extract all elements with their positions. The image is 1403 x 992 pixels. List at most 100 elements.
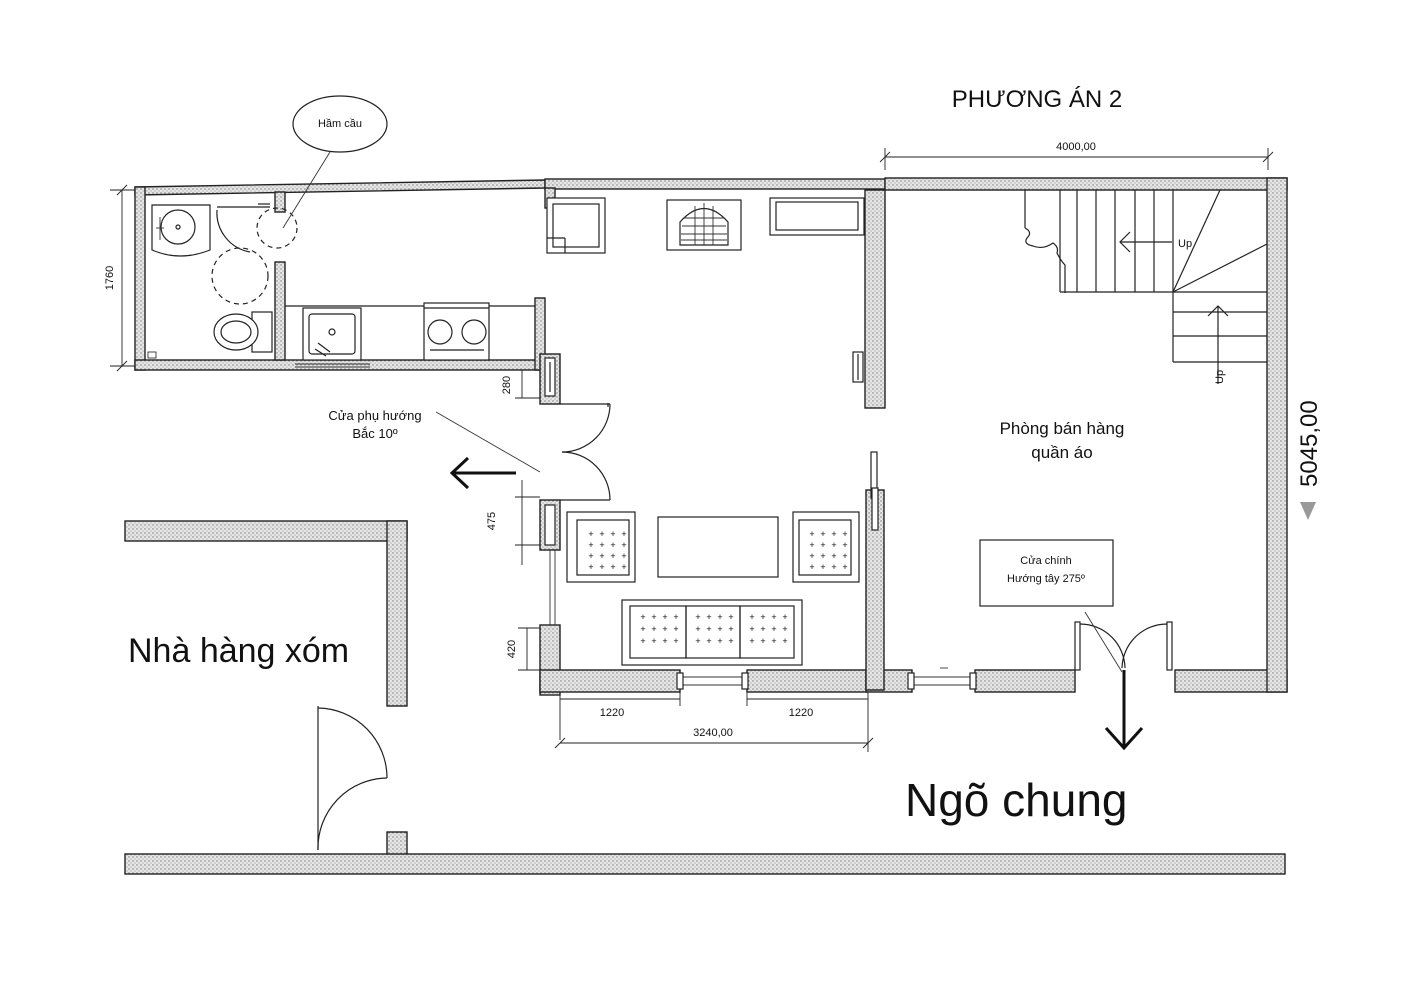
tuft-mark: + (599, 562, 604, 572)
tuft-mark: + (760, 636, 765, 646)
tuft-mark: + (610, 540, 615, 550)
tuft-mark: + (621, 551, 626, 561)
tuft-mark: + (662, 624, 667, 634)
tuft-mark: + (673, 624, 678, 634)
room-name-line2: quần áo (1031, 443, 1092, 462)
tuft-mark: + (820, 529, 825, 539)
side-door-direction: Bắc 10º (352, 426, 397, 441)
dim-420: 420 (506, 640, 518, 658)
dim-window-right: 1220 (789, 707, 813, 719)
tuft-mark: + (621, 540, 626, 550)
main-door-arrow (1104, 670, 1144, 751)
septic-label: Hầm cầu (318, 118, 362, 130)
sofa (621, 599, 803, 666)
tuft-mark: + (662, 612, 667, 622)
tuft-mark: + (760, 624, 765, 634)
tuft-mark: + (706, 636, 711, 646)
tuft-mark: + (831, 540, 836, 550)
staircase (1024, 189, 1268, 384)
tuft-mark: + (820, 562, 825, 572)
dim-280: 280 (501, 376, 513, 394)
tuft-mark: + (640, 636, 645, 646)
doors (211, 203, 1173, 851)
tuft-mark: + (760, 612, 765, 622)
dim-left-height: 1760 (104, 266, 116, 290)
tuft-mark: + (728, 612, 733, 622)
tuft-mark: + (695, 612, 700, 622)
tuft-mark: + (662, 636, 667, 646)
tuft-mark: + (717, 624, 722, 634)
main-door-direction: Hướng tây 275º (1007, 573, 1085, 585)
tuft-mark: + (831, 562, 836, 572)
stair-up-1: Up (1178, 238, 1192, 250)
tuft-mark: + (728, 624, 733, 634)
dimension-lines (110, 148, 1316, 752)
labels: PHƯƠNG ÁN 2 Hầm cầu Cửa phụ hướng Bắc 10… (104, 86, 1323, 826)
tuft-mark: + (809, 540, 814, 550)
tuft-mark: + (588, 551, 593, 561)
tuft-mark: + (717, 636, 722, 646)
tuft-mark: + (621, 529, 626, 539)
septic-bubble (292, 95, 388, 153)
tuft-mark: + (831, 529, 836, 539)
tuft-mark: + (749, 636, 754, 646)
tuft-mark: + (610, 551, 615, 561)
living-furniture: ++++++++++++++++++++++++++++++++++++++++… (546, 197, 865, 666)
side-door-arrow (449, 456, 516, 490)
tuft-mark: + (651, 624, 656, 634)
tuft-mark: + (749, 612, 754, 622)
tuft-mark: + (706, 624, 711, 634)
windows (295, 351, 977, 690)
tuft-mark: + (610, 529, 615, 539)
tuft-mark: + (651, 612, 656, 622)
tuft-mark: + (749, 624, 754, 634)
counter-box (979, 539, 1114, 607)
tuft-mark: + (588, 540, 593, 550)
armchair-left (566, 511, 636, 583)
kitchen (285, 302, 535, 361)
tuft-mark: + (771, 624, 776, 634)
neighbor-label: Nhà hàng xóm (128, 632, 349, 670)
tuft-mark: + (610, 562, 615, 572)
side-door-label: Cửa phụ hướng (328, 408, 421, 423)
tuft-mark: + (640, 624, 645, 634)
tuft-mark: + (621, 562, 626, 572)
dim-window-left: 1220 (600, 707, 624, 719)
tuft-mark: + (728, 636, 733, 646)
tuft-mark: + (820, 540, 825, 550)
tuft-mark: + (842, 551, 847, 561)
tuft-mark: + (809, 551, 814, 561)
tuft-mark: + (717, 612, 722, 622)
tuft-mark: + (782, 624, 787, 634)
tuft-mark: + (599, 540, 604, 550)
tuft-mark: + (706, 612, 711, 622)
tuft-mark: + (782, 612, 787, 622)
plan-title: PHƯƠNG ÁN 2 (952, 86, 1122, 113)
tuft-mark: + (599, 551, 604, 561)
tuft-mark: + (820, 551, 825, 561)
tuft-mark: + (673, 636, 678, 646)
tuft-mark: + (695, 624, 700, 634)
coffee-table (657, 516, 779, 578)
tuft-mark: + (842, 562, 847, 572)
tuft-mark: + (809, 529, 814, 539)
bathroom-fixtures (147, 204, 273, 359)
walls (124, 177, 1288, 875)
stair-up-2: Up (1214, 370, 1226, 384)
leaders (282, 95, 1123, 673)
tuft-mark: + (640, 612, 645, 622)
tuft-mark: + (831, 551, 836, 561)
main-door-label: Cửa chính (1020, 555, 1071, 567)
dim-bottom-width: 3240,00 (693, 727, 733, 739)
tuft-mark: + (842, 529, 847, 539)
tuft-mark: + (599, 529, 604, 539)
tuft-mark: + (809, 562, 814, 572)
tuft-mark: + (771, 636, 776, 646)
tuft-mark: + (695, 636, 700, 646)
tuft-mark: + (673, 612, 678, 622)
dim-475: 475 (486, 512, 498, 530)
tuft-mark: + (782, 636, 787, 646)
tuft-mark: + (771, 612, 776, 622)
tuft-mark: + (651, 636, 656, 646)
